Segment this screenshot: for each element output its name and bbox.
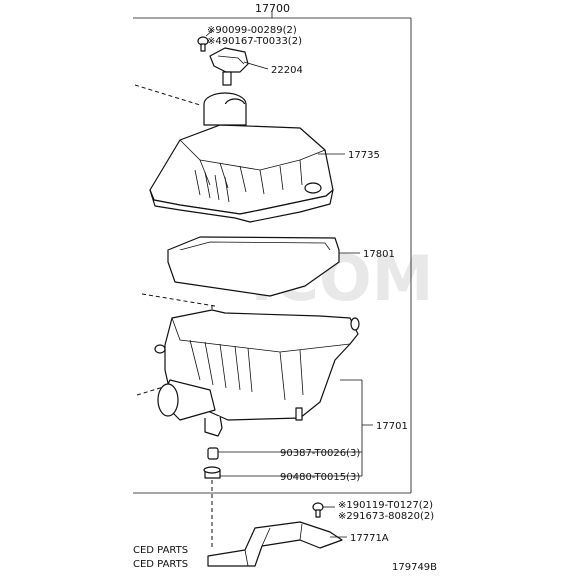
mounting-bracket (207, 521, 343, 567)
label-grommet-b: 90480-T0015(3) (280, 472, 360, 483)
label-bracket-bolt-b: ※291673-80820(2) (338, 511, 434, 522)
bolt-part (197, 36, 209, 52)
assembly-frame (133, 11, 412, 494)
bracket-bolt (312, 502, 324, 518)
dash-line-upper (134, 84, 201, 106)
leader-sensor (243, 61, 269, 70)
leader-case-group (218, 379, 373, 477)
label-grommet-a: 90387-T0026(3) (280, 448, 360, 459)
figure-code: 179749B (392, 562, 437, 573)
label-cap: 17735 (348, 150, 380, 161)
air-cleaner-case (154, 309, 360, 437)
mass-air-flow-sensor (209, 47, 249, 86)
legend-line-2: CED PARTS (133, 559, 188, 570)
legend-line-1: CED PARTS (133, 545, 188, 556)
assembly-label: 17700 (255, 2, 290, 15)
grommet-upper (207, 447, 219, 460)
label-bolt-a: ※90099-00289(2) (207, 25, 297, 36)
air-cleaner-cap (149, 92, 334, 223)
grommet-lower (203, 466, 221, 479)
label-bracket-bolt-a: ※190119-T0127(2) (338, 500, 433, 511)
dash-line-middle (141, 293, 216, 307)
label-bolt-b: ※490167-T0033(2) (207, 36, 302, 47)
label-sensor: 22204 (271, 65, 303, 76)
label-filter: 17801 (363, 249, 395, 260)
label-bracket: 17771A (350, 533, 389, 544)
leader-bolt (205, 29, 214, 37)
label-case: 17701 (376, 421, 408, 432)
air-filter-element (167, 236, 340, 297)
